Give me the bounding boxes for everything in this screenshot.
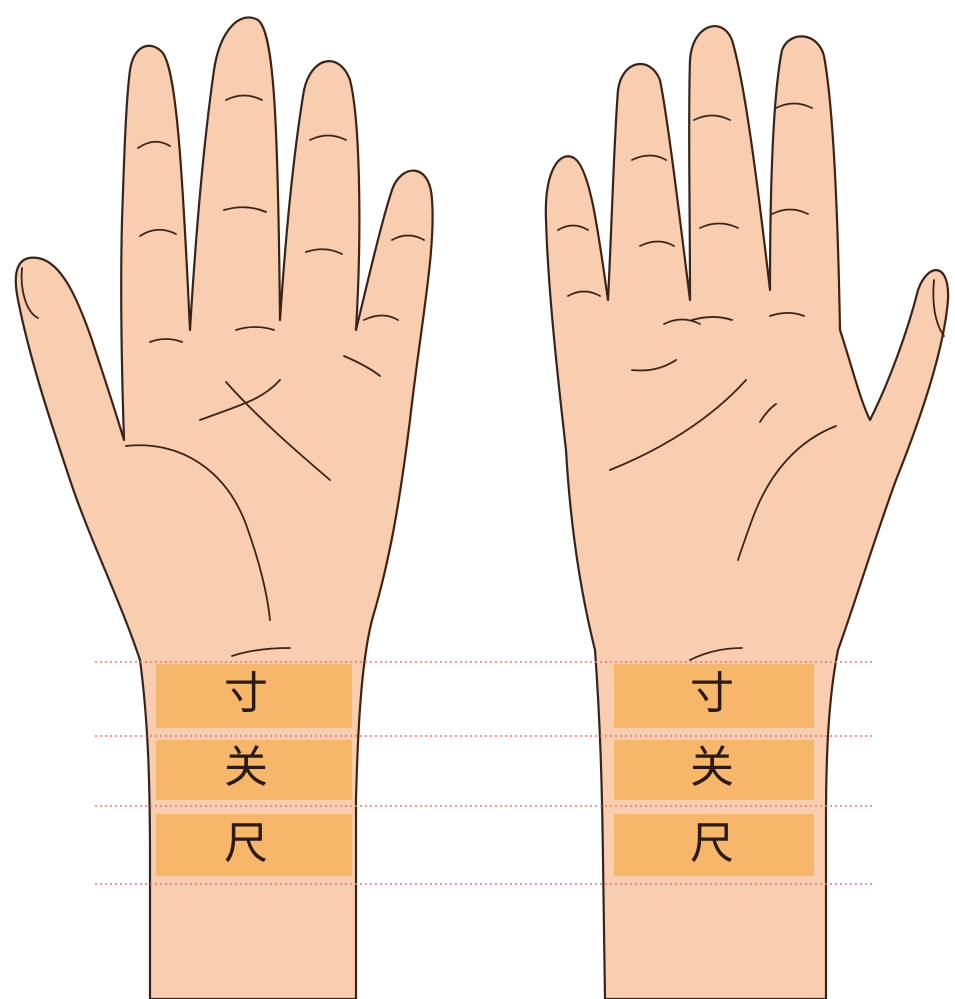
right-zone-guan-label: 关 bbox=[690, 742, 734, 793]
left-zone-chi-label: 尺 bbox=[224, 818, 268, 869]
left-zone-guan-label: 关 bbox=[224, 742, 268, 793]
right-hand: 寸 关 尺 bbox=[546, 26, 948, 999]
left-hand: 寸 关 尺 bbox=[16, 17, 433, 999]
right-zone-cun-label: 寸 bbox=[690, 668, 734, 719]
left-zone-cun-label: 寸 bbox=[224, 668, 268, 719]
right-zone-chi-label: 尺 bbox=[690, 818, 734, 869]
